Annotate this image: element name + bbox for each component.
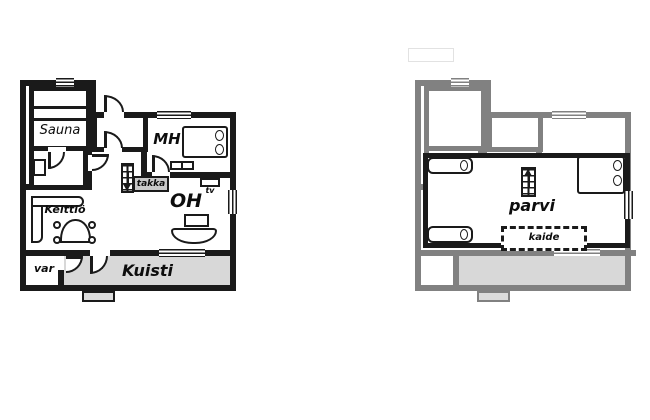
wall-segment bbox=[485, 80, 491, 118]
window-symbol bbox=[157, 111, 191, 119]
pillow bbox=[613, 160, 622, 171]
wall-segment bbox=[20, 285, 236, 291]
porch-label: Kuisti bbox=[121, 261, 174, 280]
sauna-bench bbox=[34, 106, 86, 109]
bedroom-door-swing bbox=[152, 155, 170, 172]
wall-segment bbox=[90, 80, 96, 118]
stair-arrow-stem bbox=[126, 171, 129, 184]
sauna-bench bbox=[34, 118, 86, 121]
wall-segment bbox=[415, 285, 631, 291]
wall-segment bbox=[170, 172, 236, 178]
entrance-step-below bbox=[477, 291, 510, 302]
window-symbol bbox=[228, 190, 238, 214]
window-symbol bbox=[159, 249, 205, 257]
porch-area-below bbox=[459, 256, 625, 285]
tv-stand bbox=[200, 178, 220, 187]
pillow bbox=[460, 159, 468, 171]
storage-label: var bbox=[33, 262, 55, 275]
stair-up-arrow-icon bbox=[524, 169, 532, 176]
washroom-door-swing bbox=[92, 154, 109, 171]
chair bbox=[53, 221, 61, 229]
loft-label: parvi bbox=[508, 196, 556, 215]
coffee-table bbox=[184, 214, 209, 227]
wall-segment bbox=[58, 270, 64, 291]
wall-segment bbox=[415, 250, 636, 256]
door-opening bbox=[48, 147, 66, 152]
pillow bbox=[460, 228, 468, 240]
window-symbol bbox=[451, 78, 469, 87]
fireplace: takka bbox=[133, 176, 169, 192]
tv-label: tv bbox=[205, 186, 215, 195]
wall-segment bbox=[141, 172, 152, 178]
pillow bbox=[613, 175, 622, 186]
railing-label: kaide bbox=[528, 232, 560, 243]
stair-down-arrow-icon bbox=[123, 184, 131, 191]
pillow bbox=[215, 130, 224, 141]
window-symbol bbox=[552, 111, 586, 119]
chair bbox=[53, 236, 61, 244]
loft-railing: kaide bbox=[501, 226, 587, 251]
sauna-room-outline bbox=[424, 86, 486, 152]
sauna-stove bbox=[33, 159, 46, 176]
dresser bbox=[170, 161, 194, 170]
window-symbol bbox=[56, 78, 74, 87]
fireplace-label: takka bbox=[136, 179, 166, 189]
closet-outline bbox=[487, 118, 543, 152]
wall-segment bbox=[86, 171, 92, 190]
wall-segment bbox=[90, 112, 104, 118]
print-artifact bbox=[408, 48, 454, 62]
kitchen-table bbox=[60, 219, 91, 243]
living-room-label: OH bbox=[169, 190, 203, 212]
chair bbox=[88, 236, 96, 244]
sauna-label: Sauna bbox=[39, 123, 81, 138]
entrance-door-swing bbox=[104, 95, 124, 112]
pillow bbox=[215, 144, 224, 155]
chair bbox=[88, 221, 96, 229]
entrance-step bbox=[82, 291, 115, 302]
door-opening bbox=[104, 147, 122, 152]
sofa bbox=[171, 228, 217, 244]
stair-arrow-stem bbox=[527, 172, 530, 188]
window-symbol bbox=[624, 191, 634, 219]
kitchen-counter bbox=[31, 196, 84, 207]
wall-segment bbox=[453, 250, 459, 291]
window-symbol bbox=[554, 249, 600, 257]
bedroom-label: MH bbox=[153, 130, 181, 148]
wall-segment bbox=[20, 250, 90, 256]
kitchen-label: Keittiö bbox=[44, 203, 86, 216]
